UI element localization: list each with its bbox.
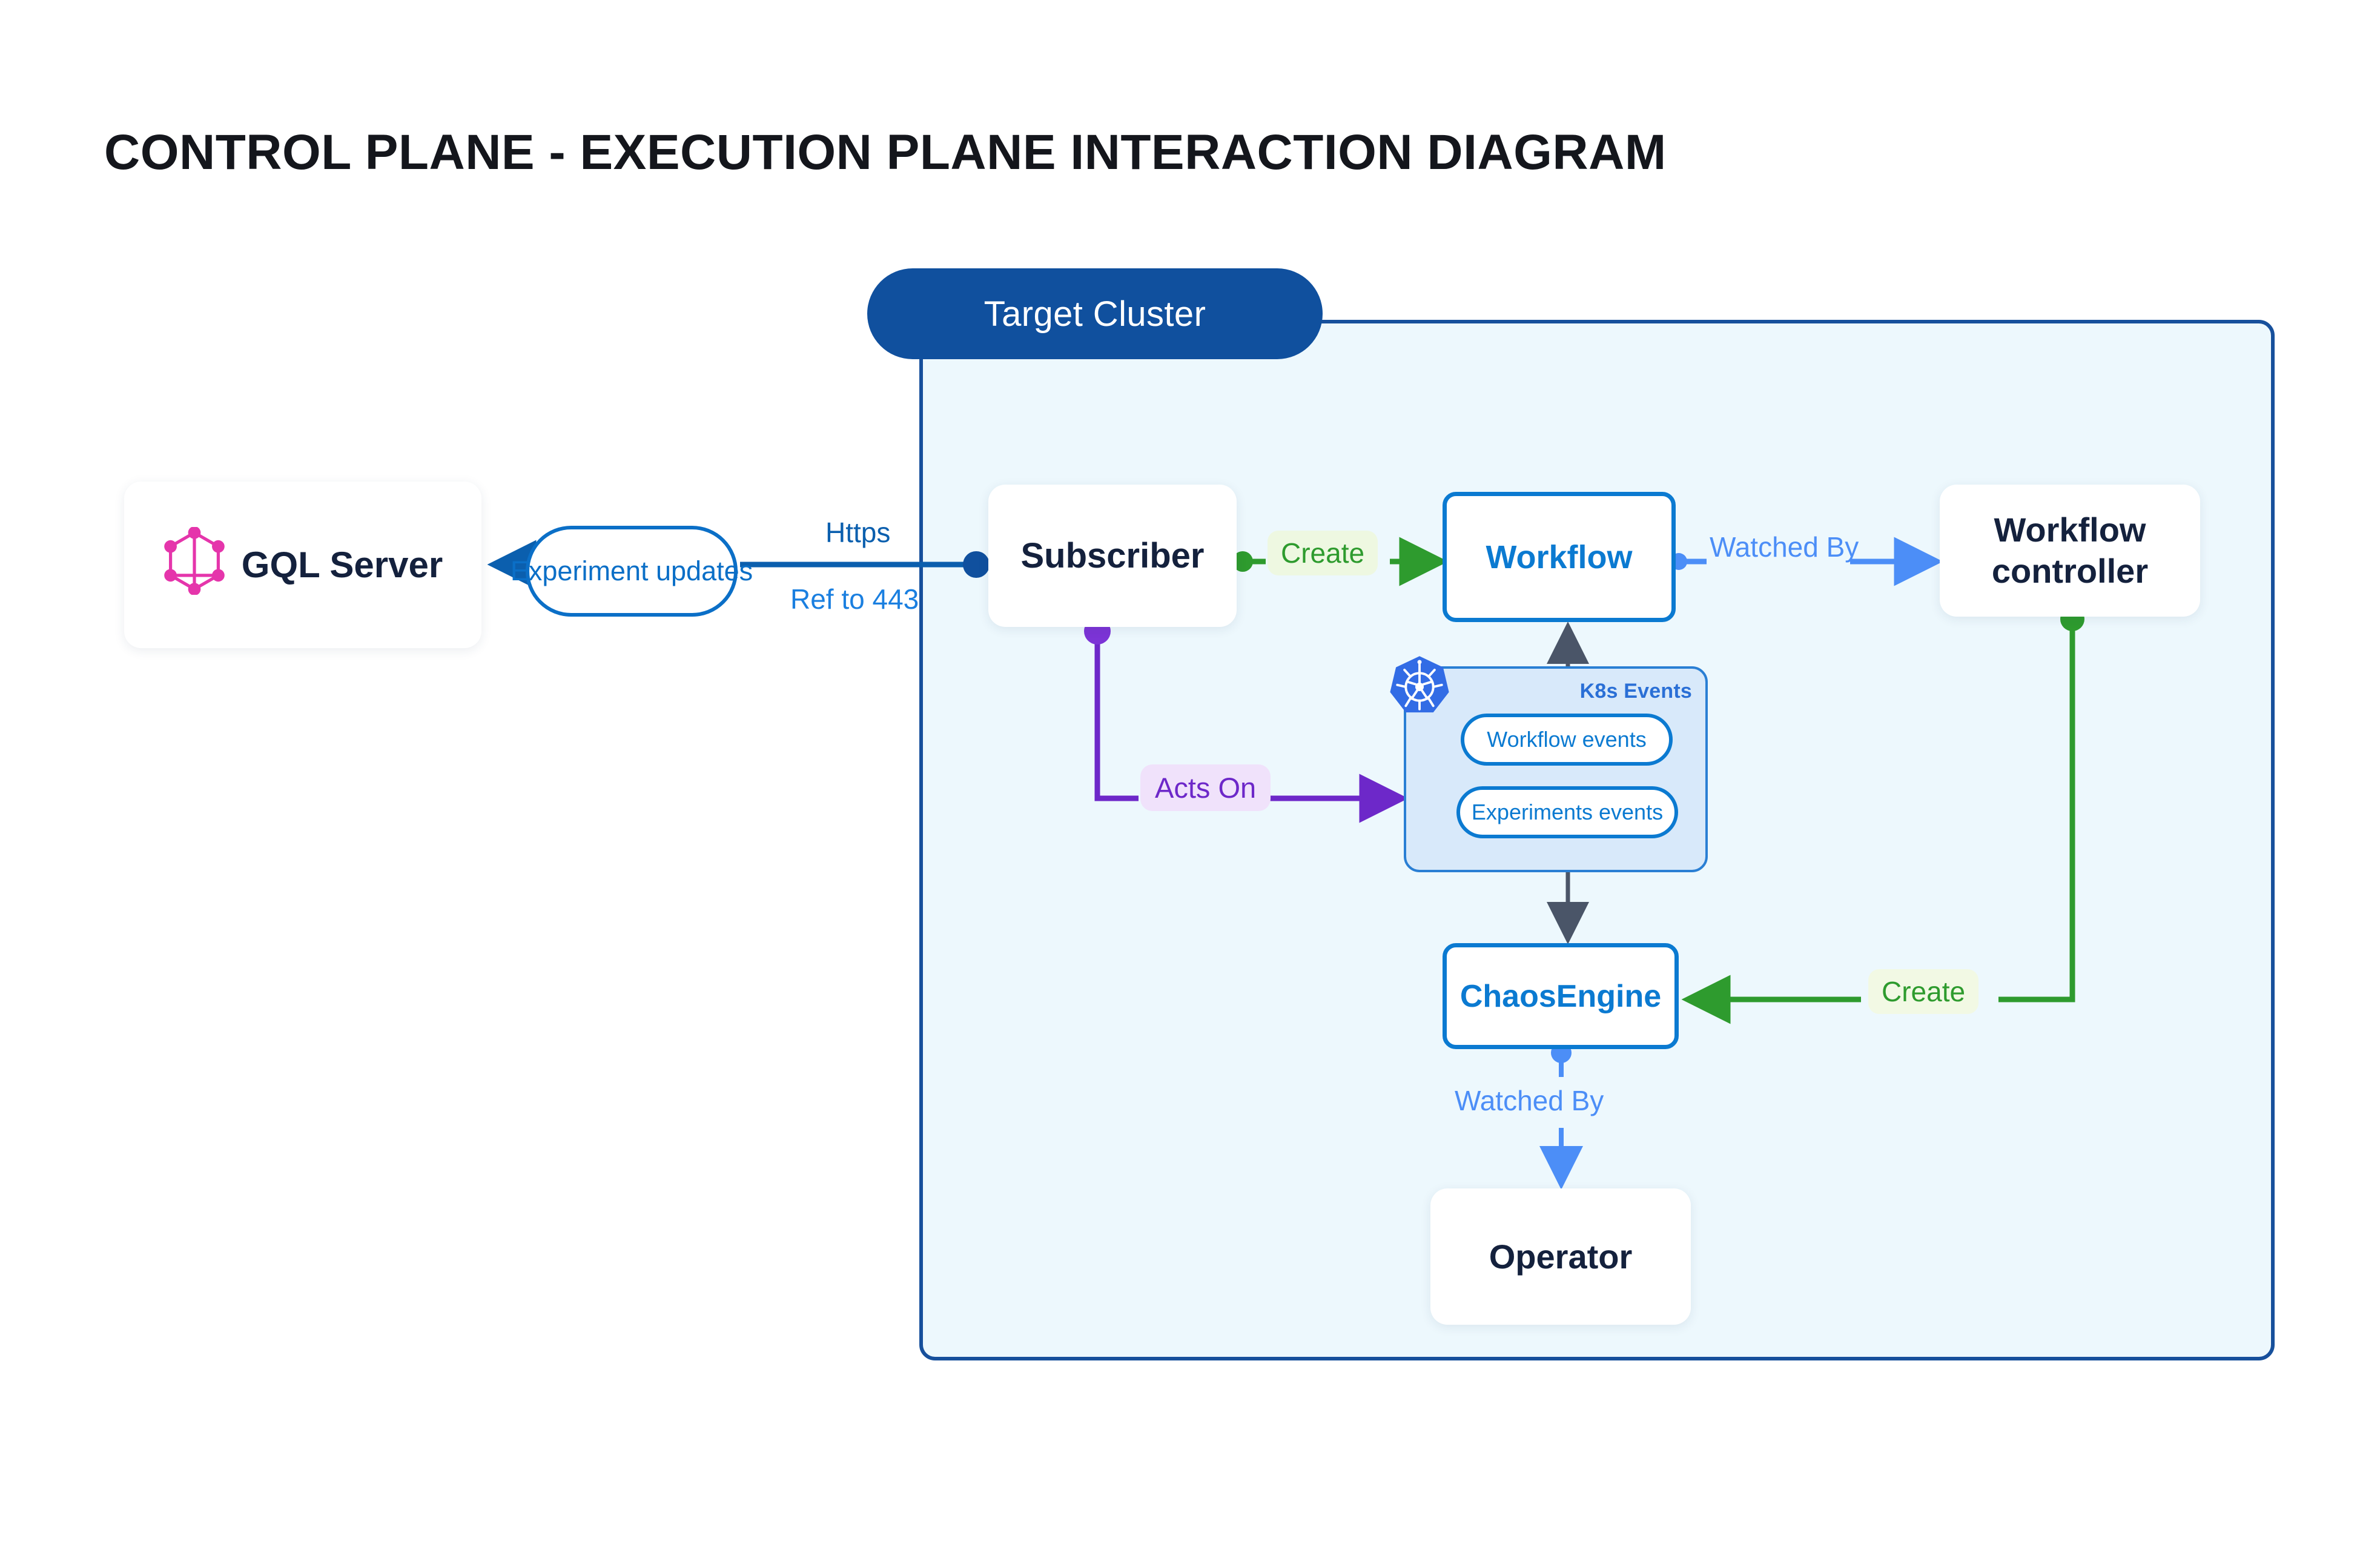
node-workflow-controller[interactable]: Workflow controller <box>1940 485 2200 617</box>
edge-label-ref-to-443: Ref to 443 <box>790 583 919 615</box>
k8s-events-title: K8s Events <box>1579 680 1692 703</box>
edge-label-experiment-updates: Experiment updates <box>511 526 753 617</box>
edge-label-https: Https <box>825 517 891 548</box>
graphql-icon <box>163 526 226 603</box>
node-workflow-controller-label: Workflow controller <box>1991 510 2149 590</box>
k8s-event-experiments-events-label: Experiments events <box>1471 800 1664 824</box>
node-subscriber-label: Subscriber <box>1020 536 1205 575</box>
edge-label-watched-by-controller: Watched By <box>1710 531 1859 563</box>
kubernetes-icon <box>1387 654 1452 720</box>
edge-label-experiment-updates-text: Experiment updates <box>510 555 753 586</box>
node-operator-label: Operator <box>1489 1238 1633 1276</box>
k8s-event-experiments-events[interactable]: Experiments events <box>1456 786 1678 838</box>
node-workflow[interactable]: Workflow <box>1443 492 1676 622</box>
k8s-event-workflow-events[interactable]: Workflow events <box>1461 714 1673 766</box>
edge-label-create-workflow: Create <box>1268 531 1378 575</box>
edge-subscriber-to-gql <box>487 540 990 589</box>
edge-label-create-chaosengine: Create <box>1868 969 1979 1014</box>
node-subscriber[interactable]: Subscriber <box>988 485 1237 627</box>
node-chaosengine-label: ChaosEngine <box>1459 978 1662 1014</box>
edge-label-acts-on: Acts On <box>1140 764 1271 811</box>
node-chaosengine[interactable]: ChaosEngine <box>1443 943 1679 1049</box>
target-cluster-pill[interactable]: Target Cluster <box>867 268 1323 359</box>
node-workflow-label: Workflow <box>1486 538 1633 575</box>
edge-subscriber-to-workflow <box>1232 537 1449 586</box>
node-gql-server[interactable]: GQL Server <box>124 482 481 648</box>
target-cluster-label: Target Cluster <box>983 294 1206 334</box>
k8s-event-workflow-events-label: Workflow events <box>1487 727 1647 752</box>
edge-label-watched-by-operator: Watched By <box>1455 1085 1604 1116</box>
node-gql-server-label: GQL Server <box>241 545 443 585</box>
node-operator[interactable]: Operator <box>1430 1188 1691 1325</box>
page-title: CONTROL PLANE - EXECUTION PLANE INTERACT… <box>104 125 1667 180</box>
edge-controller-to-chaosengine <box>1681 607 2084 1024</box>
